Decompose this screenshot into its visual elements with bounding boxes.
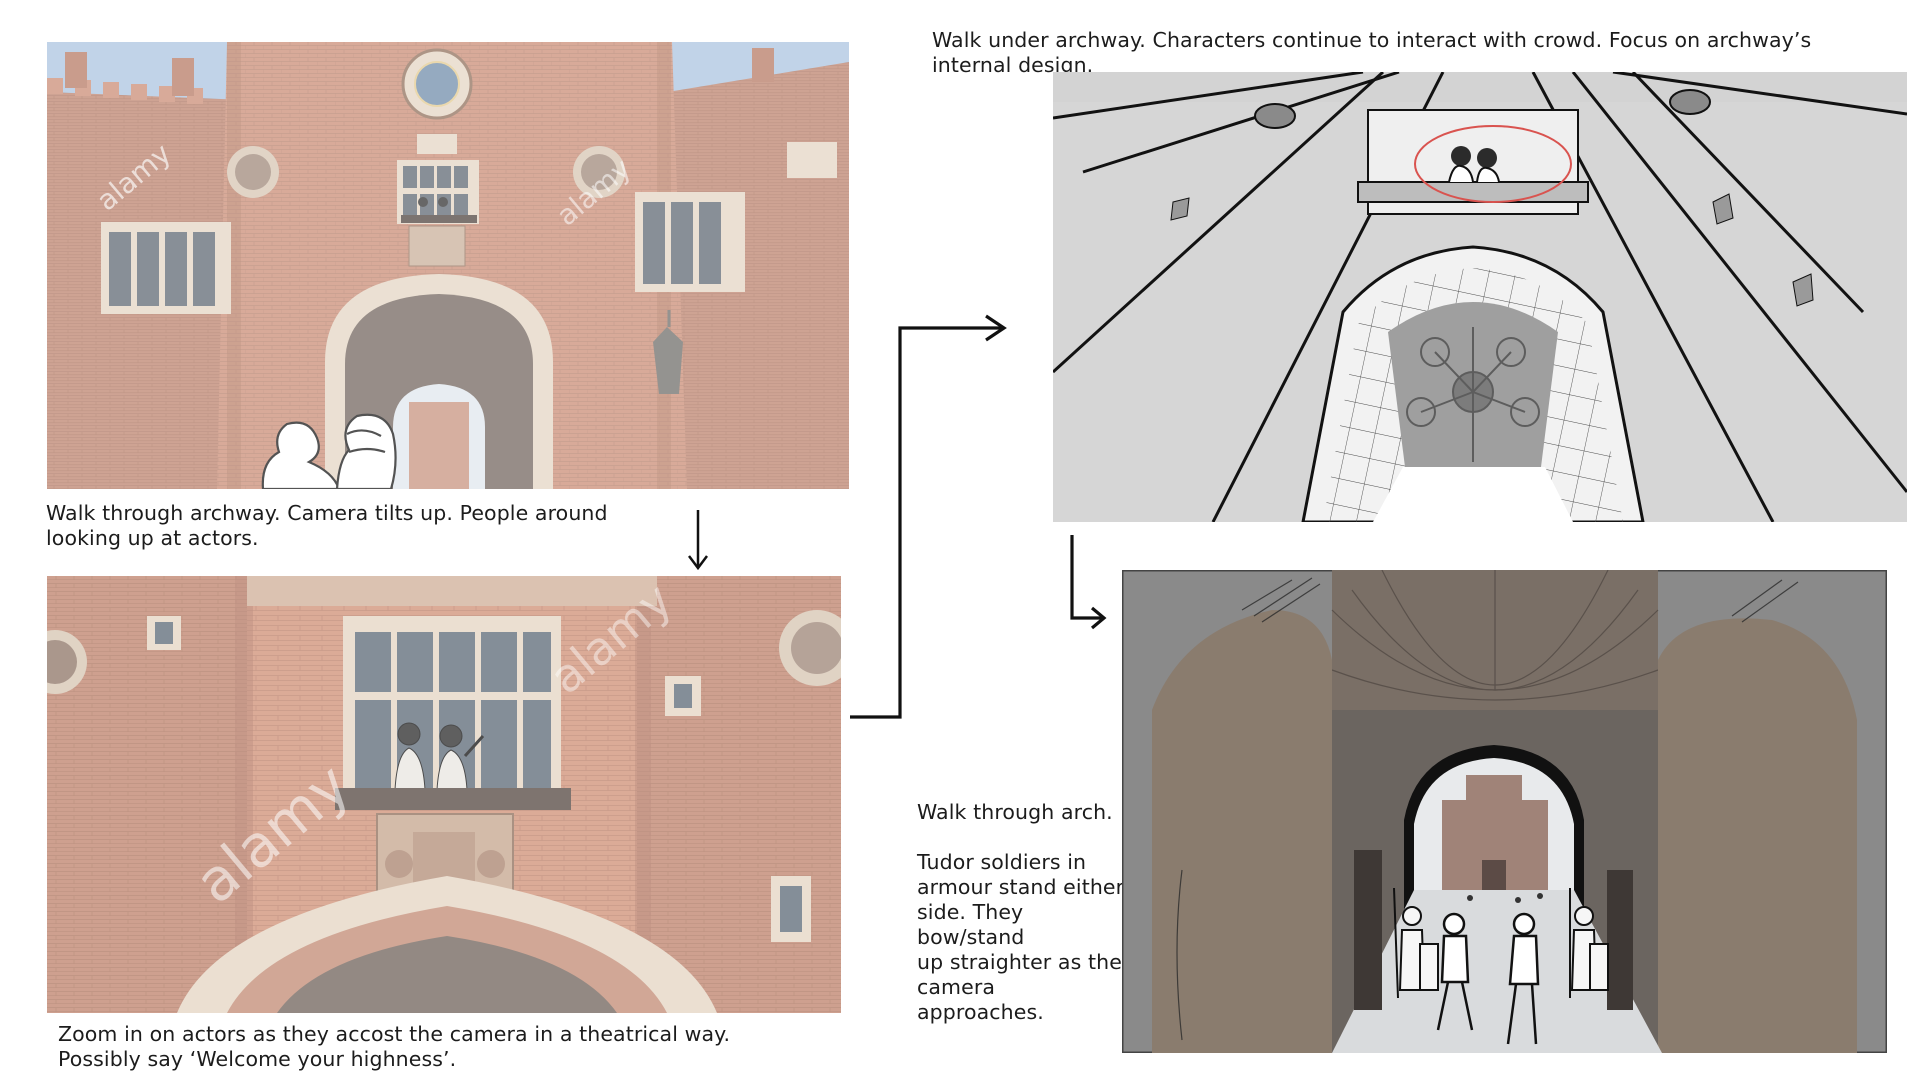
storyboard-panel-3 [1053, 72, 1907, 522]
panel-1-caption: Walk through archway. Camera tilts up. P… [46, 501, 608, 550]
panel-2-caption: Zoom in on actors as they accost the cam… [58, 1022, 731, 1071]
storyboard-panel-4 [1122, 570, 1887, 1053]
panel-2-illustration: alamy alamy [47, 576, 841, 1013]
arrow-right-icon [850, 314, 1007, 719]
storyboard-panel-2: alamy alamy [47, 576, 841, 1013]
storyboard-panel-1: alamy alamy [47, 42, 849, 489]
arrow-elbow-icon [1070, 535, 1107, 630]
panel-3-illustration [1053, 72, 1907, 522]
arrow-down-icon [688, 510, 708, 571]
panel-1-illustration: alamy alamy [47, 42, 849, 489]
panel-4-illustration [1122, 570, 1887, 1053]
panel-4-caption: Walk through arch. Tudor soldiers in arm… [917, 800, 1125, 1024]
